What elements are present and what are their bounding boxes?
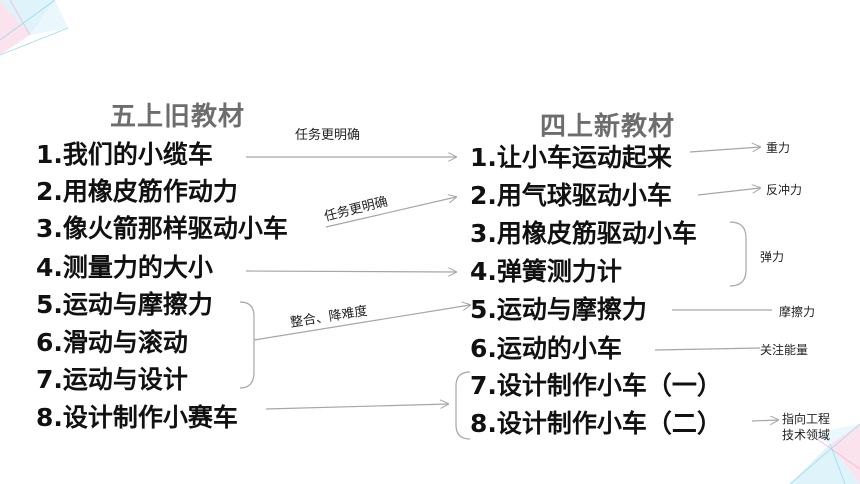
right-column-title: 四上新教材	[540, 112, 676, 142]
corner-decoration-bottom-right	[789, 423, 860, 484]
arrow-engineering	[751, 420, 778, 421]
note-recoil: 反冲力	[766, 183, 803, 197]
left-item-8: 8.设计制作小赛车	[36, 403, 238, 432]
line-energy	[654, 347, 761, 351]
left-item-6: 6.滑动与滚动	[36, 328, 188, 357]
right-item-7: 7.设计制作小车（一）	[470, 371, 722, 400]
note-gravity: 重力	[766, 141, 791, 155]
right-item-8: 8.设计制作小车（二）	[470, 409, 722, 438]
left-item-1: 1.我们的小缆车	[36, 140, 213, 169]
right-item-2: 2.用气球驱动小车	[470, 181, 672, 210]
note-task-clearer-1: 任务更明确	[295, 128, 361, 143]
arrow-gravity	[689, 147, 760, 153]
right-item-1: 1.让小车运动起来	[470, 143, 672, 172]
note-elastic: 弹力	[760, 250, 785, 264]
left-item-7: 7.运动与设计	[36, 365, 188, 394]
right-item-5: 5.运动与摩擦力	[470, 295, 647, 324]
left-item-4: 4.测量力的大小	[36, 253, 213, 282]
right-item-6: 6.运动的小车	[470, 334, 622, 363]
note-engineering-line2: 技术领域	[782, 428, 831, 442]
left-column-title: 五上旧教材	[110, 102, 246, 132]
right-item-4: 4.弹簧测力计	[470, 257, 622, 286]
right-item-3: 3.用橡皮筋驱动小车	[470, 219, 697, 248]
arrow-8	[265, 404, 448, 410]
left-item-2: 2.用橡皮筋作动力	[36, 177, 238, 206]
left-item-5: 5.运动与摩擦力	[36, 290, 213, 319]
note-friction: 摩擦力	[779, 305, 816, 319]
note-engineering-line1: 指向工程	[782, 412, 831, 426]
arrow-integrate	[253, 305, 470, 341]
arrow-3	[325, 197, 456, 228]
note-energy: 关注能量	[760, 343, 809, 357]
arrow-4	[245, 271, 456, 272]
bracket-left-5-7	[239, 301, 255, 389]
left-item-3: 3.像火箭那样驱动小车	[36, 214, 288, 243]
corner-decoration-top-left	[0, 0, 69, 56]
bracket-elastic	[729, 221, 747, 287]
arrow-recoil	[697, 188, 760, 196]
bracket-right-7-8	[455, 371, 471, 440]
